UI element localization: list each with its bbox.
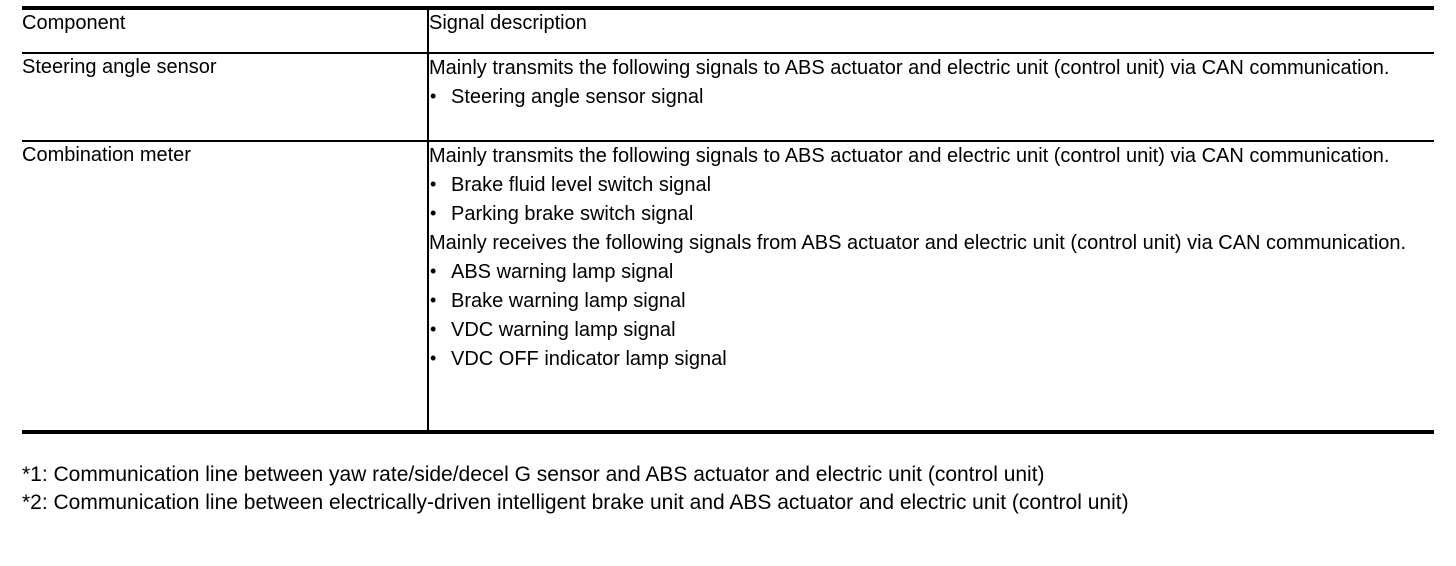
signal-bullet-list: • ABS warning lamp signal • Brake warning … xyxy=(429,258,1434,374)
footnote-1: *1: Communication line between yaw rate/… xyxy=(22,463,1045,486)
bullet-icon: • xyxy=(430,86,437,106)
list-item-label: Steering angle sensor signal xyxy=(451,86,704,108)
list-item-label: ABS warning lamp signal xyxy=(451,261,674,283)
cell-component-name: Combination meter xyxy=(22,141,428,434)
signal-bullet-list: • Brake fluid level switch signal • Parkin… xyxy=(429,171,1434,229)
list-item-label: VDC OFF indicator lamp signal xyxy=(451,348,727,370)
bullet-icon: • xyxy=(430,174,437,194)
list-item: • Steering angle sensor signal xyxy=(429,83,1434,112)
signal-paragraph: Mainly receives the following signals fr… xyxy=(429,232,1407,254)
list-item-label: VDC warning lamp signal xyxy=(451,319,676,341)
list-item: • Brake warning lamp signal xyxy=(429,287,1434,316)
table-header-row: Component Signal description xyxy=(22,6,1434,54)
column-header-component: Component xyxy=(22,6,428,54)
list-item: • Parking brake switch signal xyxy=(429,200,1434,229)
signal-paragraph: Mainly transmits the following signals t… xyxy=(429,145,1390,167)
list-item: • ABS warning lamp signal xyxy=(429,258,1434,287)
table-row: Combination meter Mainly transmits the f… xyxy=(22,141,1434,434)
bullet-icon: • xyxy=(430,348,437,368)
bullet-icon: • xyxy=(430,203,437,223)
list-item-label: Brake fluid level switch signal xyxy=(451,174,712,196)
bullet-icon: • xyxy=(430,261,437,281)
table-row: Steering angle sensor Mainly transmits t… xyxy=(22,53,1434,142)
list-item-label: Brake warning lamp signal xyxy=(451,290,686,312)
footnote-2: *2: Communication line between electrica… xyxy=(22,491,1129,514)
bullet-icon: • xyxy=(430,290,437,310)
list-item-label: Parking brake switch signal xyxy=(451,203,694,225)
cell-signal-description: Mainly transmits the following signals t… xyxy=(427,53,1434,142)
column-header-signal-description: Signal description xyxy=(427,6,1434,54)
footnotes-block: *1: Communication line between yaw rate/… xyxy=(22,461,1446,517)
cell-signal-description: Mainly transmits the following signals t… xyxy=(427,141,1434,434)
list-item: • VDC OFF indicator lamp signal xyxy=(429,345,1434,374)
signal-paragraph: Mainly transmits the following signals t… xyxy=(429,57,1390,79)
signal-description-table: Component Signal description Steering an… xyxy=(22,6,1434,434)
list-item: • Brake fluid level switch signal xyxy=(429,171,1434,200)
cell-component-name: Steering angle sensor xyxy=(22,53,428,142)
signal-bullet-list: • Steering angle sensor signal xyxy=(429,83,1434,112)
bullet-icon: • xyxy=(430,319,437,339)
list-item: • VDC warning lamp signal xyxy=(429,316,1434,345)
